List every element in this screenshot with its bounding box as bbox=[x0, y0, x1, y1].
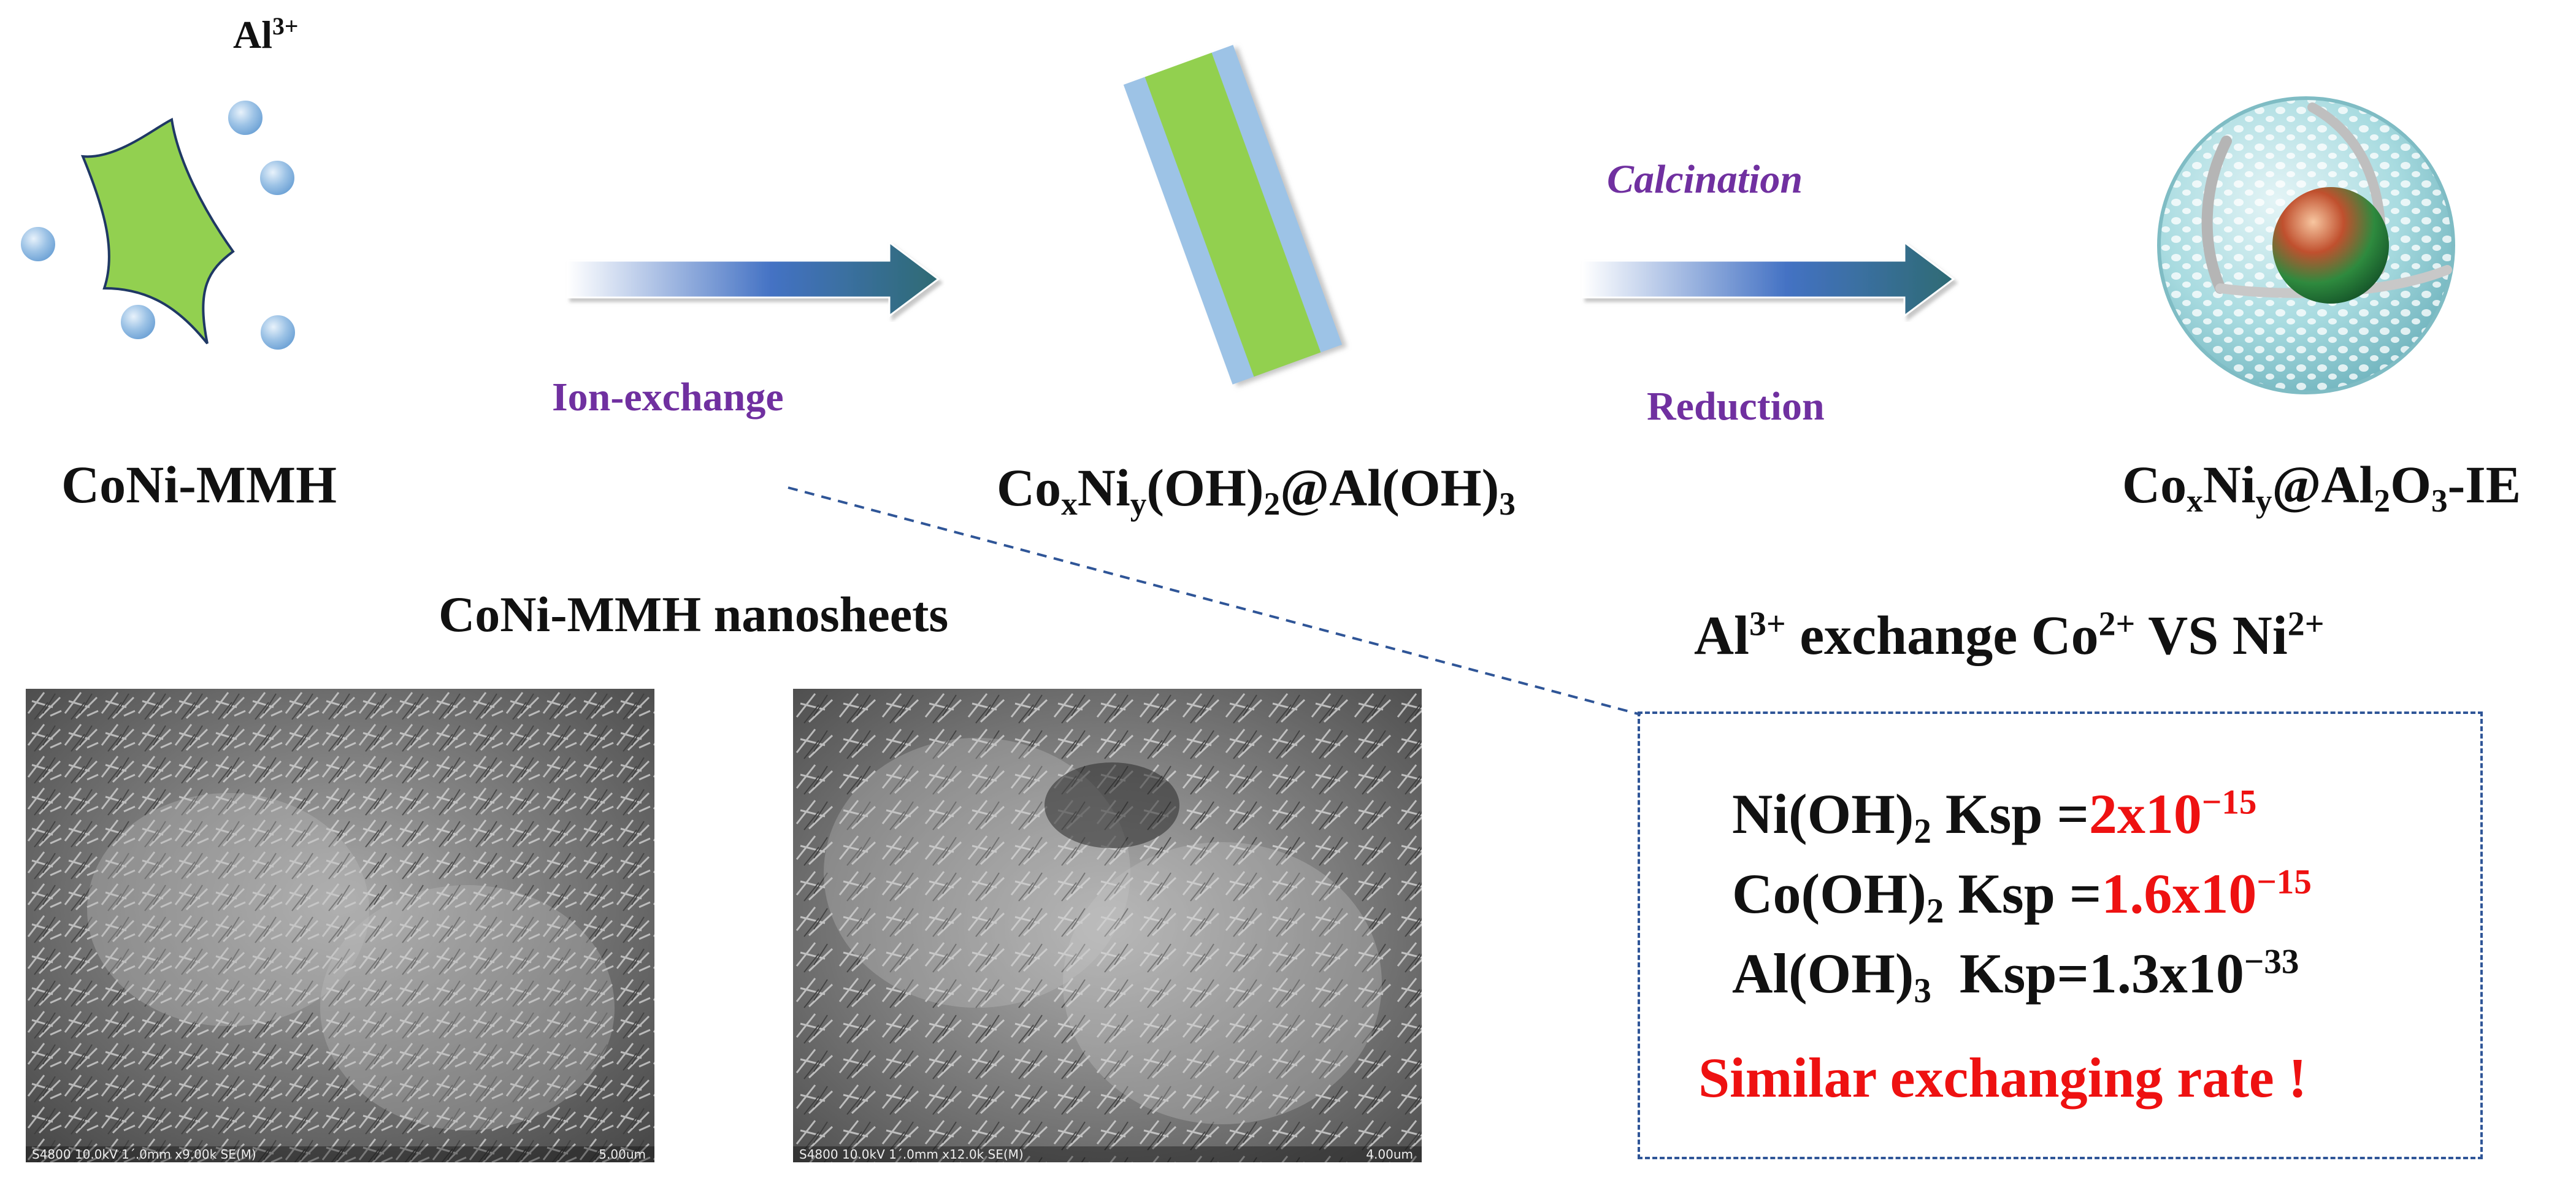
sem-caption-text: S4800 10.0kV 1´.0mm x12.0k SE(M) bbox=[799, 1147, 1024, 1162]
label-co: Co bbox=[2122, 455, 2187, 514]
label-three: 3 bbox=[1499, 485, 1516, 522]
label-ni: Ni bbox=[2202, 455, 2256, 514]
ksp-label: Ksp = bbox=[1944, 862, 2102, 925]
ion-exchange-arrow bbox=[566, 240, 940, 318]
label-x: x bbox=[2187, 481, 2203, 519]
nanosheet-icon bbox=[80, 117, 235, 345]
al-ion-sphere-icon bbox=[226, 98, 265, 137]
conclusion-text: Similar exchanging rate ! bbox=[1698, 1046, 2307, 1109]
al-ion-sphere-icon bbox=[258, 158, 297, 198]
heading-vs: VS Ni bbox=[2135, 605, 2288, 666]
label-three: 3 bbox=[2431, 481, 2448, 519]
al-ion-label: Al3+ bbox=[233, 12, 298, 58]
calcination-arrow bbox=[1581, 240, 1955, 318]
heading-mid: exchange Co bbox=[1785, 605, 2099, 666]
ksp-label: Ksp = bbox=[1931, 783, 2089, 845]
sem-image-1: S4800 10.0kV 1´.0mm x9.00k SE(M) 5.00um bbox=[26, 689, 654, 1162]
sem-caption-text: S4800 10.0kV 1´.0mm x9.00k SE(M) bbox=[32, 1147, 256, 1162]
ksp-row-al: Al(OH)3 Ksp=1.3x10−33 bbox=[1732, 941, 2299, 1008]
ksp-comparison-box: Ni(OH)2 Ksp =2x10−15 Co(OH)2 Ksp =1.6x10… bbox=[1638, 711, 2483, 1159]
core-shell-sphere-illustration bbox=[2157, 96, 2455, 394]
al-ion-symbol: Al bbox=[233, 13, 272, 56]
process-arrow-icon bbox=[566, 240, 940, 318]
ksp-exponent: −15 bbox=[2201, 783, 2257, 822]
middle-product-label: CoxNiy(OH)2@Al(OH)3 bbox=[997, 457, 1516, 520]
metal-core bbox=[2272, 187, 2389, 304]
ksp-exponent: −33 bbox=[2244, 942, 2299, 981]
sem-scale-label: 5.00um bbox=[599, 1147, 646, 1162]
label-two: 2 bbox=[1263, 485, 1281, 522]
al-ion-sphere-icon bbox=[18, 224, 58, 264]
coni-mmh-label: CoNi-MMH bbox=[61, 455, 337, 514]
label-oh: (OH) bbox=[1146, 458, 1264, 517]
sem-caption-2: S4800 10.0kV 1´.0mm x12.0k SE(M) 4.00um bbox=[793, 1146, 1422, 1162]
label-y: y bbox=[1130, 485, 1147, 522]
al-ion-sphere-icon bbox=[258, 313, 297, 352]
label-x: x bbox=[1061, 485, 1078, 522]
ksp-compound-sub: 2 bbox=[1914, 811, 1931, 851]
ksp-exponent: −15 bbox=[2256, 862, 2312, 902]
heading-al: Al bbox=[1694, 605, 1749, 666]
final-product-label: CoxNiy@Al2O3-IE bbox=[2122, 454, 2521, 517]
calcination-label: Calcination bbox=[1607, 157, 1803, 202]
label-al: @Al(OH) bbox=[1280, 458, 1500, 517]
core-layer bbox=[1144, 52, 1321, 377]
ksp-label: Ksp= bbox=[1931, 942, 2089, 1005]
ksp-compound: Al(OH) bbox=[1732, 942, 1914, 1005]
label-ie: -IE bbox=[2447, 455, 2521, 514]
ksp-value: 2x10 bbox=[2088, 783, 2202, 845]
reduction-label: Reduction bbox=[1647, 384, 1825, 429]
exchange-heading: Al3+ exchange Co2+ VS Ni2+ bbox=[1694, 604, 2325, 667]
heading-al-charge: 3+ bbox=[1749, 605, 1786, 643]
ksp-row-ni: Ni(OH)2 Ksp =2x10−15 bbox=[1732, 781, 2257, 849]
ion-exchange-label: Ion-exchange bbox=[552, 375, 784, 420]
sem-scale-label: 4.00um bbox=[1366, 1147, 1413, 1162]
ksp-value: 1.6x10 bbox=[2101, 862, 2257, 925]
ksp-compound: Ni(OH) bbox=[1732, 783, 1914, 845]
process-arrow-icon bbox=[1581, 240, 1955, 318]
sem-image-2: S4800 10.0kV 1´.0mm x12.0k SE(M) 4.00um bbox=[793, 689, 1422, 1162]
ksp-value: 1.3x10 bbox=[2088, 942, 2244, 1005]
ksp-row-co: Co(OH)2 Ksp =1.6x10−15 bbox=[1732, 861, 2312, 929]
ksp-compound-sub: 3 bbox=[1914, 971, 1931, 1010]
label-al: @Al bbox=[2272, 455, 2374, 514]
sem-title: CoNi-MMH nanosheets bbox=[439, 586, 949, 642]
coni-mmh-illustration bbox=[18, 98, 297, 352]
label-co: Co bbox=[997, 458, 1062, 517]
sem-caption-1: S4800 10.0kV 1´.0mm x9.00k SE(M) 5.00um bbox=[26, 1146, 654, 1162]
heading-co-charge: 2+ bbox=[2098, 605, 2136, 643]
coated-sheet-illustration bbox=[1123, 45, 1343, 385]
connector-line bbox=[788, 486, 1641, 716]
label-ni: Ni bbox=[1077, 458, 1130, 517]
label-y: y bbox=[2255, 481, 2272, 519]
heading-ni-charge: 2+ bbox=[2287, 605, 2325, 643]
label-two: 2 bbox=[2374, 481, 2391, 519]
ksp-compound: Co(OH) bbox=[1732, 862, 1926, 925]
label-o: O bbox=[2390, 455, 2431, 514]
al-ion-sphere-icon bbox=[118, 302, 158, 342]
al-ion-charge: 3+ bbox=[272, 13, 299, 40]
ksp-compound-sub: 2 bbox=[1926, 891, 1944, 930]
